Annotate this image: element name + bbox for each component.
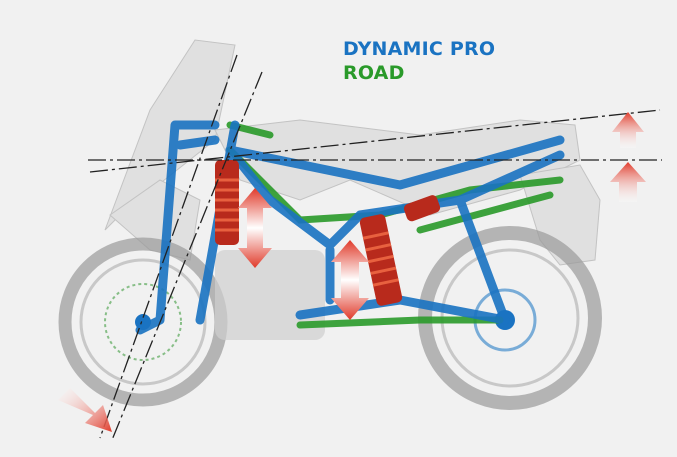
rise-arrow-upper bbox=[612, 112, 644, 148]
rear-shock bbox=[359, 195, 441, 306]
reference-lines bbox=[88, 54, 662, 441]
front-shock bbox=[215, 160, 239, 245]
rear-travel-arrow bbox=[331, 240, 369, 320]
legend-dynamic-pro: DYNAMIC PRO bbox=[343, 38, 496, 60]
legend-road: ROAD bbox=[343, 62, 405, 84]
dynamic-pro-chassis bbox=[135, 120, 565, 335]
front-travel-arrow bbox=[238, 188, 272, 268]
rise-arrow-lower bbox=[610, 162, 646, 202]
dive-arrow bbox=[58, 388, 112, 432]
